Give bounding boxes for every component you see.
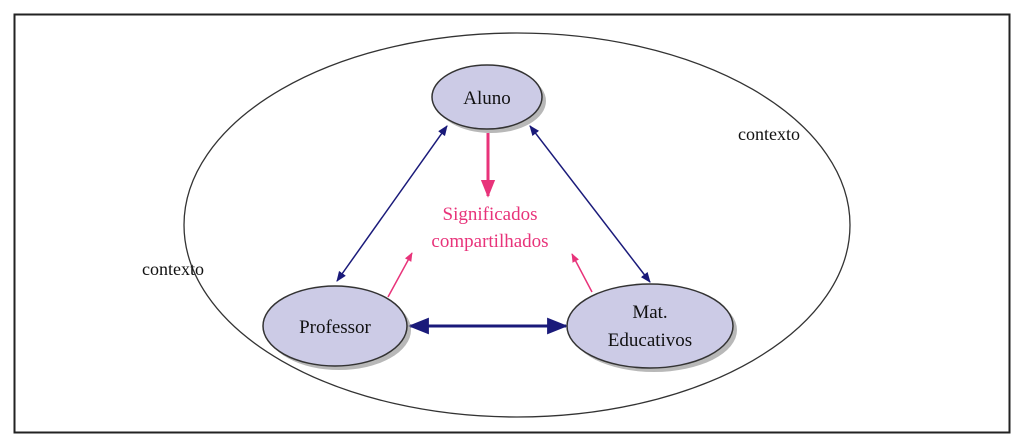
context-label-left: contexto: [142, 259, 204, 279]
arrow-materiais-significados: [571, 253, 593, 293]
shared-meanings-line2: compartilhados: [431, 231, 548, 252]
node-professor-label: Professor: [299, 317, 371, 338]
frame-border: [13, 13, 1011, 434]
arrow-aluno-professor: [336, 125, 448, 282]
shared-meanings-line1: Significados: [443, 204, 538, 225]
context-ellipse: [183, 32, 851, 418]
node-mat-label-line2: Educativos: [608, 330, 692, 351]
node-aluno: Aluno: [431, 64, 546, 133]
node-professor: Professor: [262, 285, 411, 370]
arrow-aluno-materiais: [529, 125, 651, 283]
node-aluno-label: Aluno: [463, 88, 511, 109]
node-mat-label-line1: Mat.: [632, 302, 667, 323]
node-materiais-educativos: Mat. Educativos: [566, 283, 737, 372]
context-label-right: contexto: [738, 124, 800, 144]
arrow-professor-significados: [387, 252, 413, 298]
